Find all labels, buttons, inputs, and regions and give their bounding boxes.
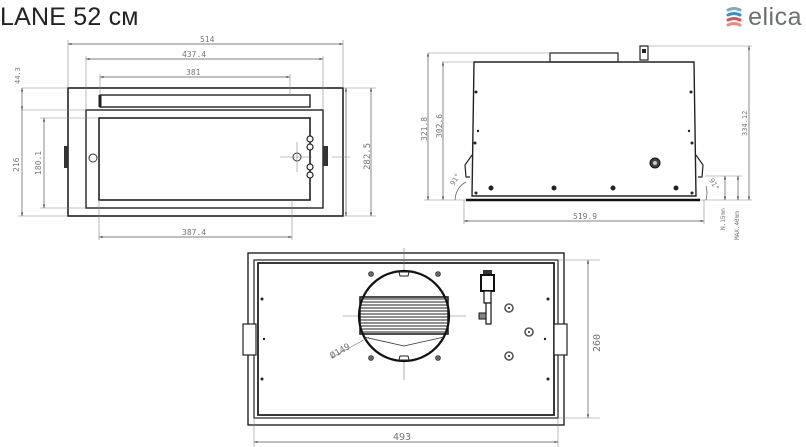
side-view: 321.8 302.6 91° 519.9 334.12 91° N.15mm … xyxy=(420,45,752,240)
front-view: 514 437.4 381 387.4 44.3 216 180.1 282.5 xyxy=(12,35,376,240)
elica-swirl-logo-icon xyxy=(726,7,742,27)
dim-max-clearance: MAX.40mm xyxy=(734,211,741,240)
dim-duct-diameter: Ø149 xyxy=(328,341,352,361)
brand-name: elica xyxy=(748,3,802,31)
dim-overall-width: 514 xyxy=(200,35,215,44)
dim-top-width: 493 xyxy=(393,432,411,443)
duct-outlet-icon xyxy=(343,248,466,380)
dim-side-height-outer: 321.8 xyxy=(420,117,429,141)
dim-side-height-inner: 302.6 xyxy=(435,114,444,138)
cable-connector-icon xyxy=(478,270,495,325)
dim-panel-width: 387.4 xyxy=(182,228,206,237)
dim-side-depth: 519.9 xyxy=(573,212,597,221)
dim-side-height-right: 334.12 xyxy=(741,111,749,136)
dim-inner-width: 437.4 xyxy=(182,50,206,59)
page-title: LANE 52 см xyxy=(0,3,139,31)
control-buttons-icon xyxy=(306,135,314,179)
dim-angle-left: 91° xyxy=(449,172,462,187)
dim-outer-left-height: 216 xyxy=(12,157,21,172)
dim-top-offset: 44.3 xyxy=(14,67,22,84)
dim-overall-height: 282.5 xyxy=(363,143,373,170)
dim-angle-right: 91° xyxy=(707,177,720,192)
dim-top-slot-width: 381 xyxy=(186,68,201,77)
brand-logo: elica xyxy=(724,2,802,32)
top-view: Ø149 493 260 xyxy=(242,248,603,447)
dim-min-clearance: N.15mm xyxy=(720,208,727,230)
dim-inner-left-height: 180.1 xyxy=(34,151,43,175)
dim-top-depth: 260 xyxy=(592,334,603,352)
